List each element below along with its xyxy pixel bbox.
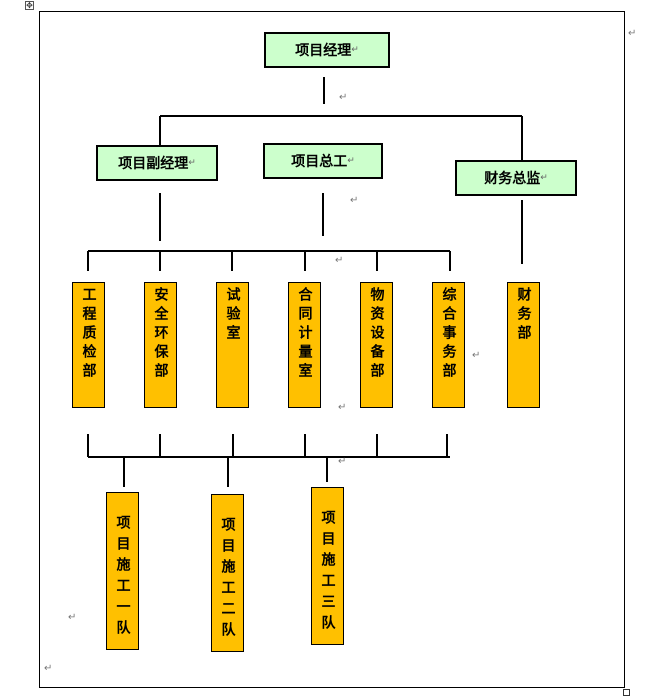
paragraph-mark: ↵ [338,402,347,413]
node-quality-dept-label: 工程质检部 [80,287,97,382]
paragraph-mark: ↵ [347,156,355,166]
node-chief-engineer: 项目总工↵ [263,143,383,179]
node-team-3: 项目施工三队 [311,487,344,645]
paragraph-mark: ↵ [335,255,344,266]
node-safety-dept-label: 安全环保部 [152,287,169,382]
node-lab-label: 试验室 [224,287,241,344]
node-project-manager-label: 项目经理 [295,43,352,59]
node-chief-engineer-label: 项目总工 [291,154,348,170]
paragraph-mark: ↵ [350,195,359,206]
paragraph-mark: ↵ [472,350,481,361]
table-move-handle-icon[interactable]: ✥ [25,1,34,10]
node-lab: 试验室 [216,282,249,408]
node-finance-dept: 财务部 [507,282,540,408]
node-quality-dept: 工程质检部 [72,282,105,408]
node-admin-dept: 综合事务部 [432,282,465,408]
node-project-manager: 项目经理↵ [264,32,390,68]
paragraph-mark: ↵ [351,45,359,55]
node-safety-dept: 安全环保部 [144,282,177,408]
node-team-2: 项目施工二队 [211,494,244,652]
paragraph-mark: ↵ [339,92,348,103]
node-team-1: 项目施工一队 [106,492,139,650]
paragraph-mark: ↵ [628,28,637,39]
node-deputy-manager-label: 项目副经理 [118,156,189,172]
paragraph-mark: ↵ [68,612,77,623]
paragraph-mark: ↵ [338,456,347,467]
node-finance-dept-label: 财务部 [515,287,532,344]
node-deputy-manager: 项目副经理↵ [96,145,218,181]
table-resize-handle[interactable] [623,689,630,696]
paragraph-mark: ↵ [44,663,53,674]
node-contract-office: 合同计量室 [288,282,321,408]
node-team-3-label: 项目施工三队 [319,510,336,636]
node-admin-dept-label: 综合事务部 [440,287,457,382]
node-team-2-label: 项目施工二队 [219,517,236,643]
paragraph-mark: ↵ [540,173,548,183]
node-materials-dept-label: 物资设备部 [368,287,385,382]
paragraph-mark: ↵ [188,158,196,168]
node-contract-office-label: 合同计量室 [296,287,313,382]
node-team-1-label: 项目施工一队 [114,515,131,641]
node-materials-dept: 物资设备部 [360,282,393,408]
node-finance-director: 财务总监↵ [455,160,577,196]
table-frame [39,11,625,688]
node-finance-director-label: 财务总监 [484,171,541,187]
